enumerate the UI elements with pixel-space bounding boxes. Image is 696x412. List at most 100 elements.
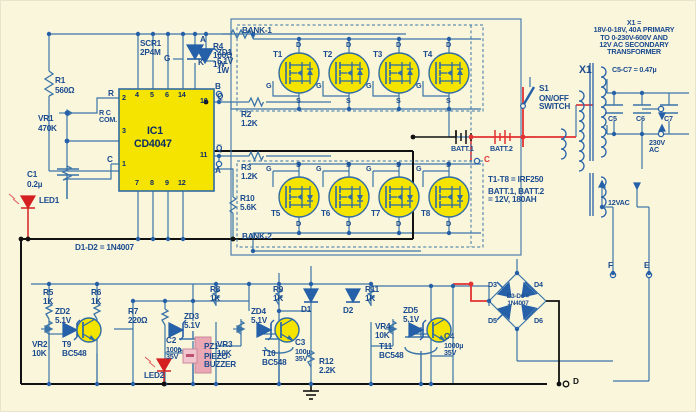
ic1-pin-1: 1 xyxy=(122,159,126,168)
c4-value: 1000µ 35V xyxy=(444,341,464,358)
t4-drain-label: D xyxy=(446,40,451,49)
vr1-ref: VR1 xyxy=(38,114,54,123)
r7-ref: R7 xyxy=(128,307,139,316)
d5-ref: D5 xyxy=(488,316,497,325)
d1-ref: D1 xyxy=(301,305,312,314)
q-output-label: Q xyxy=(217,92,224,101)
d6-ref: D6 xyxy=(534,316,543,325)
vr4-value: 10K xyxy=(375,331,390,340)
led2-label: LED2 xyxy=(144,371,165,380)
ic1-pin-10: 10 xyxy=(200,96,208,105)
qbar-output-label: Q̅ xyxy=(216,144,223,153)
r8-value: 1K xyxy=(210,294,221,303)
t7-source-label: S xyxy=(396,160,401,169)
zd2-ref: ZD2 xyxy=(55,307,70,316)
r9-value: 1K xyxy=(273,294,284,303)
node-b-label: B xyxy=(215,82,221,91)
t2-gate-label: G xyxy=(316,81,322,90)
r4-power: 1W xyxy=(213,60,225,69)
r6-value: 1K xyxy=(91,297,102,306)
t10-part: BC548 xyxy=(262,358,287,367)
c3-ref: C3 xyxy=(295,338,306,347)
r12-ref: R12 xyxy=(319,357,334,366)
t8-source-label: S xyxy=(446,160,451,169)
ic1-pin-3: 3 xyxy=(122,126,126,135)
r3-value: 1.2K xyxy=(241,172,258,181)
c1-value: 0.2µ xyxy=(27,180,43,189)
ic1-pin-4: 4 xyxy=(135,90,139,99)
vr2-ref: VR2 xyxy=(32,340,48,349)
r9-ref: R9 xyxy=(273,285,284,294)
t1-gate-label: G xyxy=(266,81,272,90)
t8-ref: T8 xyxy=(421,209,431,218)
t3-drain-label: D xyxy=(396,40,401,49)
r1-value: 560Ω xyxy=(55,86,75,95)
r-pin-label: R xyxy=(108,89,114,98)
ground-symbol xyxy=(303,384,319,400)
ic1-pin-8: 8 xyxy=(150,178,154,187)
rc-com-label: R C COM. xyxy=(99,108,117,125)
node-d-label: D xyxy=(573,377,579,386)
t2-ref: T2 xyxy=(323,50,333,59)
r11-value: 1K xyxy=(365,294,376,303)
t6-drain-label: D xyxy=(346,219,351,228)
r4-value: 100Ω xyxy=(213,51,233,60)
x1-ref: X1 xyxy=(579,64,592,76)
zd4-ref: ZD4 xyxy=(251,307,266,316)
s1-ref: S1 xyxy=(539,84,549,93)
zd4-value: 5.1V xyxy=(251,316,268,325)
zd3-ref: ZD3 xyxy=(184,312,199,321)
t3-source-label: S xyxy=(396,96,401,105)
r7-value: 220Ω xyxy=(128,316,148,325)
ic1-pin-11: 11 xyxy=(200,150,208,159)
ic1-pin-14: 14 xyxy=(178,90,186,99)
t4-source-label: S xyxy=(446,96,451,105)
t10-ref: T10 xyxy=(262,349,276,358)
bank1-label: BANK-1 xyxy=(242,26,272,35)
scr1-anode-label: A xyxy=(200,35,206,44)
zd1-value: 5.1V xyxy=(217,57,234,66)
zd5-ref: ZD5 xyxy=(403,306,418,315)
vr4-ref: VR4 xyxy=(375,322,391,331)
ic1-part: CD4047 xyxy=(134,138,172,150)
t5-drain-label: D xyxy=(296,219,301,228)
t1-drain-label: D xyxy=(296,40,301,49)
t3-ref: T3 xyxy=(373,50,383,59)
d2-ref: D2 xyxy=(343,306,354,315)
pz1-label: PIEZO- BUZZER xyxy=(204,352,237,370)
x1-note: X1 = 18V-0-18V, 40A PRIMARY TO 0-230V-60… xyxy=(593,18,675,57)
ic1-body xyxy=(118,88,215,192)
scr1-cathode-label: K xyxy=(198,58,204,67)
zd1-ref: ZD1 xyxy=(217,48,232,57)
mosfet-bank2-symbols xyxy=(278,176,470,218)
ic1-pin-5: 5 xyxy=(150,90,154,99)
node-e-label: E xyxy=(644,261,650,270)
t7-drain-label: D xyxy=(396,219,401,228)
c-pin-label: C xyxy=(107,155,113,164)
ic1-pin-12: 12 xyxy=(178,178,186,187)
t4-ref: T4 xyxy=(423,50,433,59)
secondary-12v-label: 12VAC xyxy=(608,198,630,207)
t1-ref: T1 xyxy=(273,50,283,59)
battery-note: BATT.1, BATT.2 = 12V, 180AH xyxy=(488,187,545,205)
r2-ref: R2 xyxy=(241,110,252,119)
batt1-label: BATT.1 xyxy=(451,144,474,153)
ic1-pin-7: 7 xyxy=(135,178,139,187)
scr1-part: 2P4M xyxy=(140,48,161,57)
ic1-ref: IC1 xyxy=(147,125,163,137)
t9-ref: T9 xyxy=(62,340,72,349)
led1-label: LED1 xyxy=(39,196,60,205)
batt2-label: BATT.2 xyxy=(490,144,513,153)
zd5-value: 5.1V xyxy=(403,315,420,324)
c5-ref: C5 xyxy=(608,114,617,123)
t1-source-label: S xyxy=(296,96,301,105)
ic1-pin-6: 6 xyxy=(165,90,169,99)
ic1-pin-2: 2 xyxy=(122,93,126,102)
zd1-power: 1W xyxy=(217,66,229,75)
mosfet-bank1-symbols xyxy=(278,52,470,94)
t11-ref: T11 xyxy=(379,342,393,351)
t2-drain-label: D xyxy=(346,40,351,49)
ic1-pin-9: 9 xyxy=(165,178,169,187)
c7-ref: C7 xyxy=(664,114,673,123)
